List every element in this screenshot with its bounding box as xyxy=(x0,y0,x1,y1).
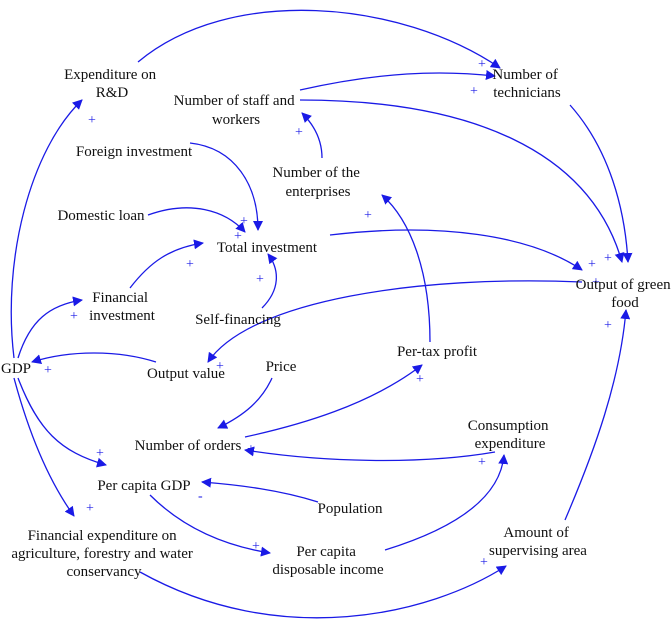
polarity-sign: + xyxy=(478,455,486,470)
node-foreign-investment: Foreign investment xyxy=(76,144,193,160)
node-number-enterprises: Number of the enterprises xyxy=(272,165,363,200)
polarity-sign: + xyxy=(96,446,104,461)
node-consumption-expenditure: Consumption expenditure xyxy=(468,418,553,452)
link-income-to-consumption xyxy=(384,454,509,551)
node-financial-expenditure: Financial expenditure on agriculture, fo… xyxy=(11,528,196,580)
link-enterprises-to-staff xyxy=(301,112,323,159)
polarity-sign: + xyxy=(86,501,94,516)
polarity-sign: + xyxy=(604,251,612,266)
node-gdp: GDP xyxy=(1,361,31,377)
link-gdp-to-financial-investment xyxy=(17,296,83,359)
link-total-investment-to-green-food xyxy=(329,229,583,271)
node-labels: Expenditure on R&D Number of technicians… xyxy=(1,67,671,580)
link-green-food-to-output-value xyxy=(207,280,583,363)
link-consumption-to-orders xyxy=(244,446,496,462)
node-number-orders: Number of orders xyxy=(135,438,242,454)
polarity-sign: + xyxy=(478,57,486,72)
link-foreign-investment-to-total-investment xyxy=(189,142,263,231)
link-financial-expenditure-to-supervising-area xyxy=(139,565,507,619)
node-staff-workers: Number of staff and workers xyxy=(174,93,299,128)
polarity-sign: + xyxy=(186,257,194,272)
polarity-sign: + xyxy=(234,229,242,244)
link-technicians-to-green-food xyxy=(569,104,633,263)
polarity-sign: + xyxy=(416,372,424,387)
polarity-sign: + xyxy=(604,318,612,333)
link-price-to-orders xyxy=(217,377,273,429)
node-self-financing: Self-financing xyxy=(195,312,281,328)
polarity-sign: + xyxy=(216,359,224,374)
node-domestic-loan: Domestic loan xyxy=(57,208,145,224)
polarity-sign: + xyxy=(44,363,52,378)
link-supervising-area-to-green-food xyxy=(564,309,631,521)
link-gdp-to-per-capita-gdp xyxy=(17,377,107,468)
polarity-sign: + xyxy=(240,214,248,229)
polarity-sign: + xyxy=(247,442,255,457)
node-financial-investment: Financial investment xyxy=(89,290,156,324)
polarity-signs: + + + + + + + + + + + + + + + + + + + - … xyxy=(44,57,612,570)
polarity-sign: + xyxy=(592,275,600,290)
node-output-green-food: Output of green food xyxy=(576,277,671,311)
link-self-financing-to-total-investment xyxy=(261,253,278,309)
polarity-sign: + xyxy=(364,208,372,223)
polarity-sign: + xyxy=(470,84,478,99)
link-gdp-to-expenditure-rd xyxy=(10,99,83,359)
polarity-sign: + xyxy=(256,272,264,287)
polarity-sign: + xyxy=(88,113,96,128)
link-expenditure-rd-to-technicians xyxy=(137,9,501,69)
node-pertax-profit: Per-tax profit xyxy=(397,344,478,360)
node-supervising-area: Amount of supervising area xyxy=(489,525,587,559)
polarity-sign: + xyxy=(295,125,303,140)
link-population-to-per-capita-gdp xyxy=(201,477,319,503)
node-total-investment: Total investment xyxy=(217,240,318,256)
link-financial-investment-to-total-investment xyxy=(129,239,204,289)
link-staff-to-technicians xyxy=(299,70,496,91)
polarity-sign: + xyxy=(588,257,596,272)
node-population: Population xyxy=(317,501,383,517)
node-price: Price xyxy=(266,359,297,375)
link-orders-to-pertax-profit xyxy=(244,364,423,438)
link-gdp-to-financial-expenditure xyxy=(13,377,75,517)
polarity-sign: + xyxy=(252,539,260,554)
link-domestic-loan-to-total-investment xyxy=(147,207,246,233)
polarity-sign: + xyxy=(70,309,78,324)
link-per-capita-gdp-to-income xyxy=(149,494,271,557)
node-expenditure-rd: Expenditure on R&D xyxy=(64,67,160,101)
links xyxy=(10,9,633,619)
node-output-value: Output value xyxy=(147,366,225,382)
node-number-technicians: Number of technicians xyxy=(492,67,561,101)
link-output-value-to-gdp xyxy=(31,352,157,365)
node-per-capita-income: Per capita disposable income xyxy=(272,544,384,578)
link-staff-to-green-food xyxy=(299,99,625,263)
link-pertax-profit-to-enterprises xyxy=(381,194,431,343)
polarity-sign: - xyxy=(198,489,203,504)
polarity-sign: + xyxy=(480,555,488,570)
node-per-capita-gdp: Per capita GDP xyxy=(97,478,190,494)
